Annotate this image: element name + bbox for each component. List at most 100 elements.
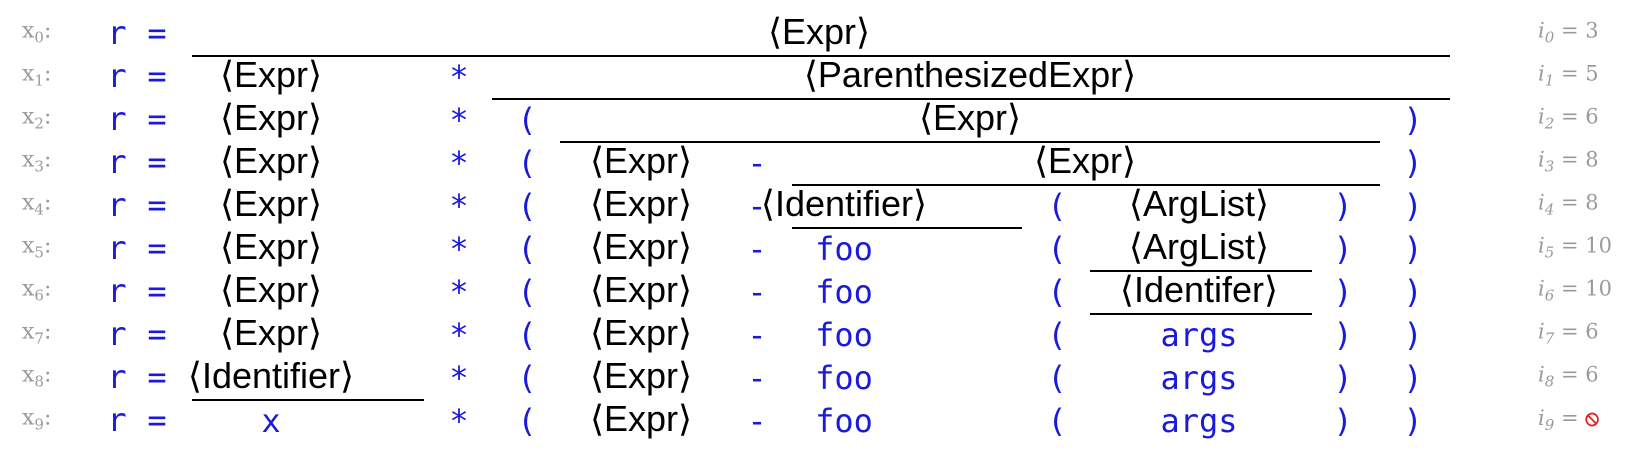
step-index-sub: 2 bbox=[1544, 114, 1555, 133]
nonterminal-token: ⟨Expr⟩ bbox=[219, 140, 323, 181]
row-label-var: x bbox=[22, 233, 35, 259]
nonterminal-token: ⟨Expr⟩ bbox=[589, 355, 693, 396]
equals-sign: = bbox=[147, 57, 167, 95]
terminal-token: ) bbox=[1333, 359, 1353, 397]
terminal-token: ) bbox=[1403, 316, 1423, 354]
nonterminal-token: ⟨Expr⟩ bbox=[589, 269, 693, 310]
step-index-var: i bbox=[1538, 405, 1545, 430]
step-index-equals: = bbox=[1554, 405, 1586, 430]
nonterminal-token: ⟨Expr⟩ bbox=[1033, 140, 1137, 181]
step-index-sub: 5 bbox=[1544, 243, 1555, 262]
terminal-token: ) bbox=[1403, 402, 1423, 440]
step-index-var: i bbox=[1538, 319, 1545, 344]
step-index-var: i bbox=[1538, 233, 1545, 258]
nonterminal-token: ⟨Expr⟩ bbox=[219, 54, 323, 95]
row-label-sub: 4 bbox=[34, 200, 44, 219]
terminal-token: * bbox=[449, 402, 469, 440]
step-index-value: 10 bbox=[1585, 233, 1612, 258]
step-index-equals: = bbox=[1554, 190, 1586, 215]
row-label-var: x bbox=[22, 405, 35, 431]
nonterminal-token: ⟨Expr⟩ bbox=[219, 183, 323, 224]
expansion-rule bbox=[1090, 313, 1312, 315]
terminal-token: ( bbox=[1047, 273, 1067, 311]
step-index: i1 = 5 bbox=[1538, 63, 1599, 88]
step-index: i4 = 8 bbox=[1538, 192, 1599, 217]
step-index-value: 6 bbox=[1585, 362, 1599, 387]
row-label: x8: bbox=[22, 364, 51, 389]
row-label-colon: : bbox=[43, 104, 52, 130]
step-index-equals: = bbox=[1554, 276, 1586, 301]
step-index-equals: = bbox=[1554, 319, 1586, 344]
step-index-value: 8 bbox=[1585, 190, 1599, 215]
equals-sign: = bbox=[147, 315, 167, 353]
lhs-symbol: r bbox=[107, 100, 127, 138]
terminal-token: foo bbox=[815, 273, 873, 311]
terminal-token: - bbox=[747, 230, 767, 268]
step-index: i5 = 10 bbox=[1538, 235, 1612, 260]
row-label-sub: 1 bbox=[34, 71, 44, 90]
row-label-var: x bbox=[22, 362, 35, 388]
terminal-token: ( bbox=[517, 359, 537, 397]
step-index: i6 = 10 bbox=[1538, 278, 1612, 303]
equals-sign: = bbox=[147, 186, 167, 224]
terminal-token: ) bbox=[1403, 273, 1423, 311]
terminal-token: - bbox=[747, 144, 767, 182]
terminal-token: ) bbox=[1333, 402, 1353, 440]
row-label: x5: bbox=[22, 235, 51, 260]
expansion-rule bbox=[1090, 270, 1312, 272]
terminal-token: foo bbox=[815, 359, 873, 397]
row-label-sub: 5 bbox=[34, 243, 44, 262]
nonterminal-token: ⟨ArgList⟩ bbox=[1128, 183, 1270, 224]
terminal-token: - bbox=[747, 316, 767, 354]
equals-sign: = bbox=[147, 14, 167, 52]
terminal-token: args bbox=[1160, 316, 1238, 354]
equals-sign: = bbox=[147, 358, 167, 396]
row-label-colon: : bbox=[43, 233, 52, 259]
row-label: x9: bbox=[22, 407, 51, 432]
terminal-token: * bbox=[449, 144, 469, 182]
row-label-sub: 9 bbox=[34, 415, 44, 434]
terminal-token: ( bbox=[1047, 316, 1067, 354]
equals-sign: = bbox=[147, 100, 167, 138]
terminal-token: args bbox=[1160, 359, 1238, 397]
lhs-symbol: r bbox=[107, 358, 127, 396]
terminal-token: ) bbox=[1333, 273, 1353, 311]
step-index-value: 6 bbox=[1585, 319, 1599, 344]
step-index-value: 8 bbox=[1585, 147, 1599, 172]
row-label: x1: bbox=[22, 63, 51, 88]
expansion-rule bbox=[492, 98, 1450, 100]
row-label-colon: : bbox=[43, 147, 52, 173]
terminal-token: * bbox=[449, 316, 469, 354]
lhs-symbol: r bbox=[107, 401, 127, 439]
step-index: i2 = 6 bbox=[1538, 106, 1599, 131]
equals-sign: = bbox=[147, 143, 167, 181]
terminal-token: * bbox=[449, 187, 469, 225]
step-index: i9 = ⦸ bbox=[1538, 407, 1599, 433]
step-index-equals: = bbox=[1554, 233, 1586, 258]
step-index-sub: 4 bbox=[1544, 200, 1555, 219]
row-label-var: x bbox=[22, 147, 35, 173]
expansion-rule bbox=[792, 227, 1022, 229]
step-index-sub: 9 bbox=[1544, 416, 1555, 435]
equals-sign: = bbox=[147, 401, 167, 439]
terminal-token: ) bbox=[1333, 230, 1353, 268]
step-index-sub: 7 bbox=[1544, 329, 1555, 348]
terminal-token: - bbox=[747, 359, 767, 397]
row-label: x2: bbox=[22, 106, 51, 131]
row-label-sub: 8 bbox=[34, 372, 44, 391]
lhs-symbol: r bbox=[107, 229, 127, 267]
terminal-token: ) bbox=[1403, 230, 1423, 268]
row-label-colon: : bbox=[43, 405, 52, 431]
expansion-rule bbox=[192, 399, 424, 401]
equals-sign: = bbox=[147, 229, 167, 267]
step-index-var: i bbox=[1538, 147, 1545, 172]
step-index-value: 10 bbox=[1585, 276, 1612, 301]
expansion-rule bbox=[792, 184, 1380, 186]
nonterminal-token: ⟨Expr⟩ bbox=[219, 312, 323, 353]
terminal-token: ( bbox=[517, 316, 537, 354]
step-index: i8 = 6 bbox=[1538, 364, 1599, 389]
nonterminal-token: ⟨Identifer⟩ bbox=[1119, 269, 1279, 310]
terminal-token: ( bbox=[1047, 230, 1067, 268]
nonterminal-token: ⟨Identifier⟩ bbox=[187, 355, 355, 396]
